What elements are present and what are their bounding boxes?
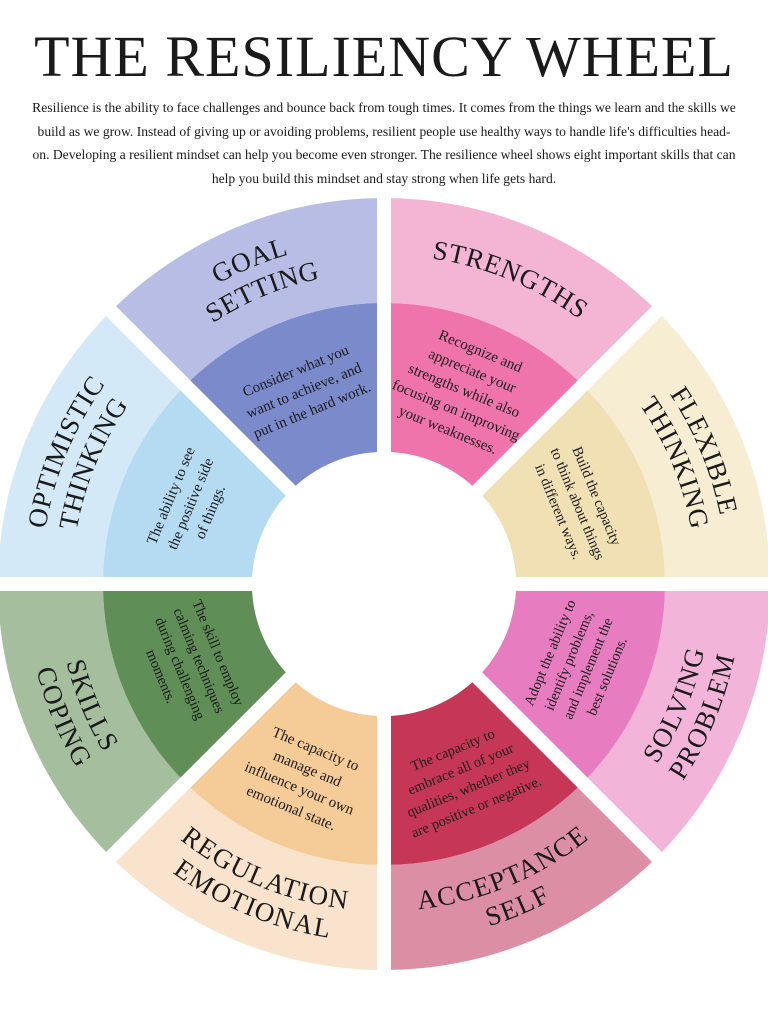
intro-paragraph: Resilience is the ability to face challe… xyxy=(32,100,736,186)
outer-ring-band xyxy=(0,311,186,584)
segment-divider xyxy=(468,668,669,869)
outer-ring-band xyxy=(582,311,768,584)
inner-ring-band xyxy=(384,303,583,491)
center-hub xyxy=(252,452,516,716)
page-title: THE RESILIENCY WHEEL xyxy=(34,24,734,89)
outer-ring-band xyxy=(0,584,186,857)
inner-ring-band xyxy=(477,385,665,584)
outer-ring-band xyxy=(111,782,384,970)
inner-ring-band xyxy=(185,303,384,491)
segment-divider xyxy=(99,668,300,869)
outer-ring-band xyxy=(111,198,384,386)
outer-ring-band xyxy=(384,782,657,970)
inner-ring-band xyxy=(477,584,665,783)
inner-ring-band xyxy=(185,677,384,865)
outer-ring-band xyxy=(582,584,768,857)
outer-ring-band xyxy=(384,198,657,386)
segment-divider xyxy=(99,299,300,500)
inner-ring-band xyxy=(384,677,583,865)
inner-ring-band xyxy=(103,584,291,783)
segment-divider xyxy=(468,299,669,500)
inner-ring-band xyxy=(103,385,291,584)
